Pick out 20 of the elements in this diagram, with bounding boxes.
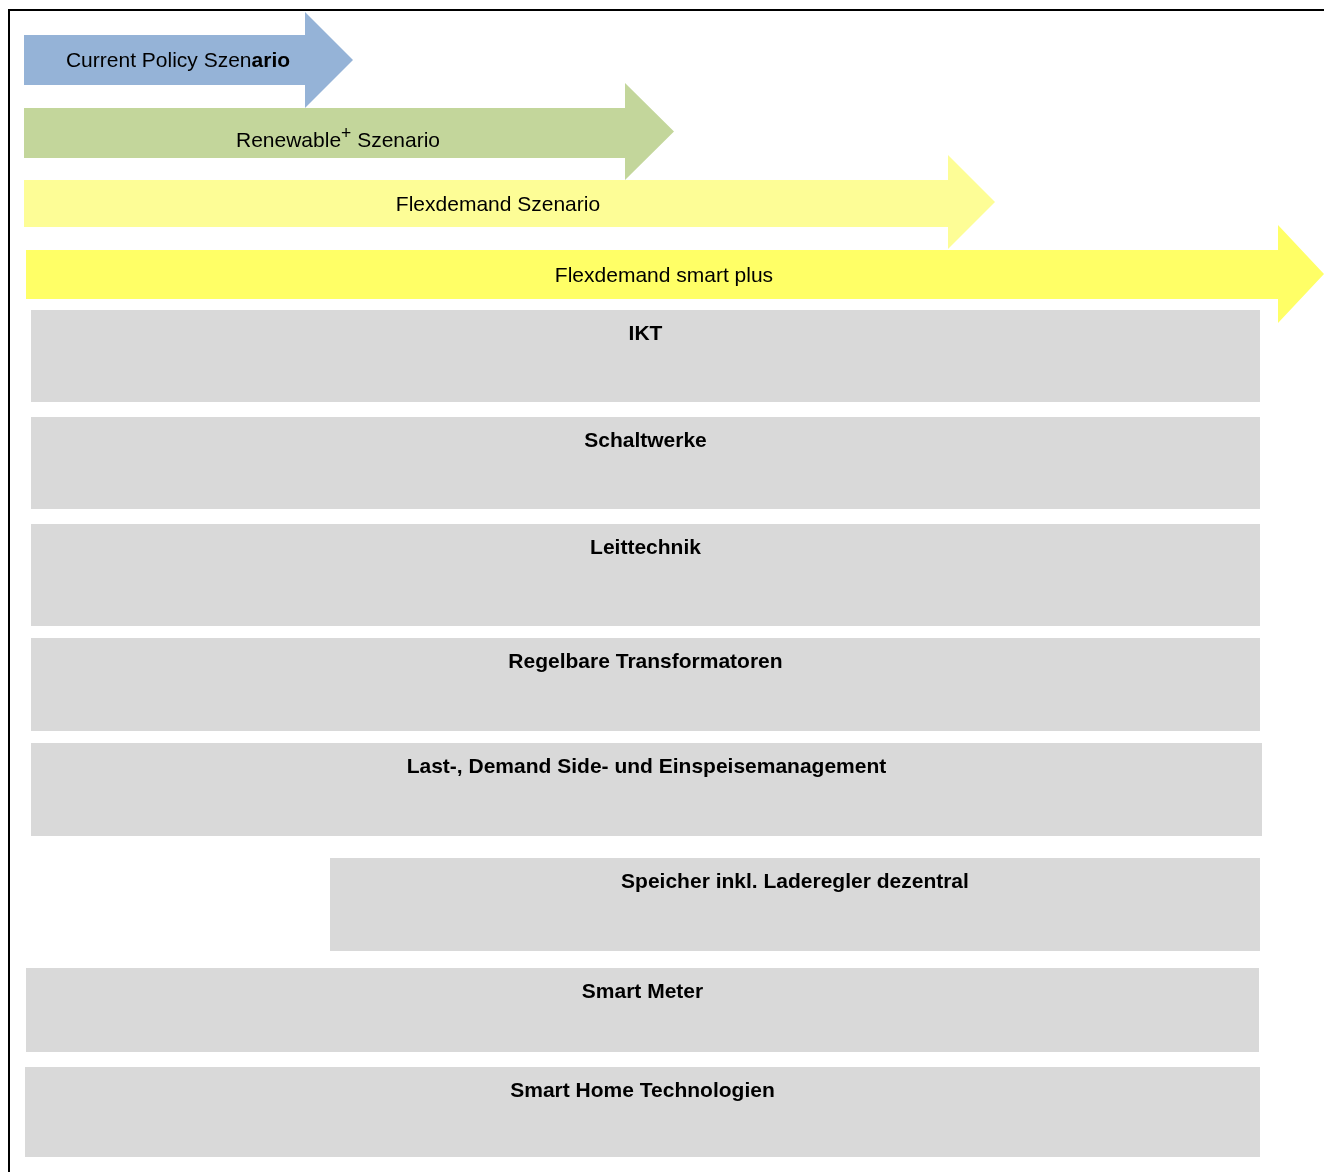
category-bar xyxy=(26,968,1259,1052)
category-bar xyxy=(31,417,1260,509)
bar-title: Smart Home Technologien xyxy=(509,1078,776,1102)
bar-title: Smart Meter xyxy=(580,979,705,1003)
category-bar xyxy=(31,743,1262,836)
scenario-label: Flexdemand smart plus xyxy=(554,262,774,287)
scenario-label: Flexdemand Szenario xyxy=(395,191,601,216)
bar-title: IKT xyxy=(627,321,664,345)
category-bar xyxy=(31,638,1260,731)
bar-title: Schaltwerke xyxy=(583,428,708,452)
category-bar xyxy=(330,858,1260,951)
scenario-label: Renewable$^{+}$ Szenario xyxy=(236,122,440,152)
scenario-label: Current Policy Szenario xyxy=(65,48,291,72)
category-bar xyxy=(25,1067,1260,1157)
category-bar xyxy=(31,524,1260,626)
category-bar xyxy=(31,310,1260,402)
bar-title: Regelbare Transformatoren xyxy=(507,649,784,673)
bar-title: Speicher inkl. Laderegler dezentral xyxy=(620,869,970,893)
bar-title: Last-, Demand Side- und Einspeisemanagement xyxy=(405,754,888,778)
bar-title: Leittechnik xyxy=(589,535,702,559)
